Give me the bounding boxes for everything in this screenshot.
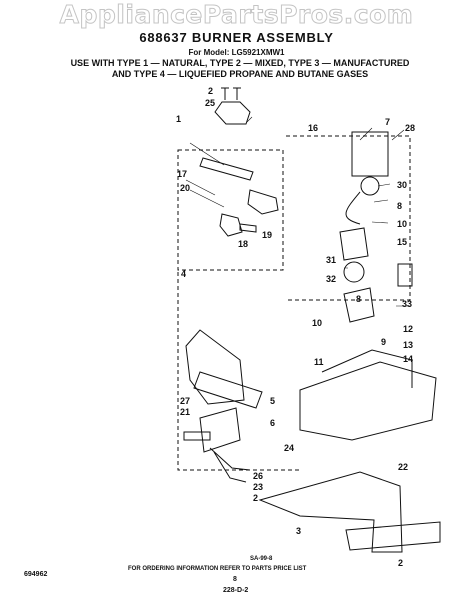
igniter-bracket-27 — [199, 407, 241, 453]
valve-coil-32 — [343, 261, 365, 283]
igniter-21 — [183, 431, 211, 441]
callout: 22 — [398, 462, 408, 472]
callout: 10 — [397, 219, 407, 229]
frame-lower-assembly — [177, 272, 300, 471]
bracket-31 — [339, 227, 369, 261]
callout: 18 — [238, 239, 248, 249]
nut-18 — [219, 213, 243, 237]
gas-type-line-1: USE WITH TYPE 1 — NATURAL, TYPE 2 — MIXE… — [70, 58, 410, 68]
callout: 2 — [253, 493, 258, 503]
callout: 8 — [397, 201, 402, 211]
callout: 13 — [403, 340, 413, 350]
callout: 16 — [308, 123, 318, 133]
callout: 12 — [403, 324, 413, 334]
callout: 26 — [253, 471, 263, 481]
gas-type-line-2: AND TYPE 4 — LIQUEFIED PROPANE AND BUTAN… — [111, 69, 369, 79]
callout: 25 — [205, 98, 215, 108]
callout: 32 — [326, 274, 336, 284]
model-line: For Model: LG5921XMW1 — [188, 48, 285, 57]
part-callouts: 2 25 1 17 20 18 19 4 27 21 26 23 2 3 16 … — [176, 86, 415, 568]
callout: 3 — [296, 526, 301, 536]
bracket-end — [345, 521, 441, 551]
frame-left-assembly — [177, 149, 284, 271]
orifice-20 — [247, 189, 279, 215]
bracket-25 — [214, 101, 251, 125]
valve-bracket-28 — [351, 131, 389, 177]
base-plate-23 — [258, 471, 403, 553]
burner-tube-body — [193, 371, 263, 409]
catalog-number: 694962 — [24, 571, 48, 578]
ordering-note: FOR ORDERING INFORMATION REFER TO PARTS … — [128, 566, 307, 572]
callout: 33 — [402, 299, 412, 309]
callout: 8 — [356, 294, 361, 304]
connector-15 — [397, 263, 413, 287]
callout: 10 — [312, 318, 322, 328]
callout: 15 — [397, 237, 407, 247]
gas-type-note: USE WITH TYPE 1 — NATURAL, TYPE 2 — MIXE… — [40, 58, 440, 80]
callout: 4 — [181, 269, 186, 279]
callout: 14 — [403, 354, 413, 364]
valve-body-24 — [299, 361, 437, 441]
callout: 17 — [177, 169, 187, 179]
diagram-code: SA-99-8 — [250, 556, 273, 562]
callout: 7 — [385, 117, 390, 127]
page-title: 688637 BURNER ASSEMBLY — [139, 30, 334, 45]
callout: 11 — [314, 357, 324, 367]
callout: 28 — [405, 123, 415, 133]
watermark: AppliancePartsPros.com — [59, 0, 414, 30]
callout: 9 — [381, 337, 386, 347]
callout: 19 — [262, 230, 272, 240]
solenoid-coil-30 — [360, 176, 380, 196]
leader-lines — [185, 116, 410, 307]
frame-right-assembly — [286, 135, 411, 301]
callout: 30 — [397, 180, 407, 190]
igniter-wires-26 — [209, 447, 251, 483]
page-code: 228-D-2 — [223, 587, 249, 594]
callout: 20 — [180, 183, 190, 193]
callout: 21 — [180, 407, 190, 417]
callout: 31 — [326, 255, 336, 265]
callout: 2 — [208, 86, 213, 96]
screw-top-right — [233, 87, 241, 100]
callout: 24 — [284, 443, 294, 453]
callout: 6 — [270, 418, 275, 428]
plate-33 — [343, 287, 375, 323]
callout: 23 — [253, 482, 263, 492]
fitting-19 — [239, 223, 257, 233]
callout: 2 — [398, 558, 403, 568]
callout: 1 — [176, 114, 181, 124]
valve-mount — [321, 349, 413, 388]
pipe-17 — [199, 157, 254, 181]
coil-wiring — [345, 191, 361, 225]
burner-tube — [185, 329, 245, 405]
callout: 5 — [270, 396, 275, 406]
page-number: 8 — [233, 576, 237, 583]
screw-top-left — [221, 87, 229, 100]
callout: 27 — [180, 396, 190, 406]
